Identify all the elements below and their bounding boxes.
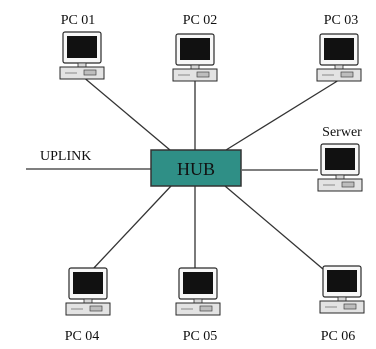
node-pc04[interactable]: PC 04 <box>65 267 111 344</box>
pc04-label: PC 04 <box>65 329 100 344</box>
link-pc06 <box>224 185 331 276</box>
computer-icon <box>65 267 111 316</box>
pc03-label: PC 03 <box>324 13 359 28</box>
pc02-label: PC 02 <box>183 13 218 28</box>
server-icon <box>317 143 363 192</box>
server-label: Serwer <box>322 125 362 140</box>
link-pc03 <box>225 79 340 151</box>
node-pc03[interactable]: PC 03 <box>316 13 362 82</box>
computer-icon <box>319 265 365 314</box>
uplink-label: UPLINK <box>40 149 91 164</box>
node-pc05[interactable]: PC 05 <box>175 267 221 344</box>
connection-lines <box>26 75 340 276</box>
computer-icon <box>172 33 218 82</box>
computer-icon <box>59 31 105 80</box>
node-pc01[interactable]: PC 01 <box>59 13 105 80</box>
hub[interactable]: HUB <box>150 149 242 187</box>
link-pc04 <box>91 185 172 271</box>
node-server[interactable]: Serwer <box>317 125 363 192</box>
computer-icon <box>316 33 362 82</box>
pc06-label: PC 06 <box>321 329 356 344</box>
pc05-label: PC 05 <box>183 329 218 344</box>
hub-label: HUB <box>177 159 215 179</box>
pc01-label: PC 01 <box>61 13 96 28</box>
hub-box <box>150 149 242 187</box>
node-pc06[interactable]: PC 06 <box>319 265 365 344</box>
link-pc01 <box>81 75 171 151</box>
computer-icon <box>175 267 221 316</box>
node-pc02[interactable]: PC 02 <box>172 13 218 82</box>
